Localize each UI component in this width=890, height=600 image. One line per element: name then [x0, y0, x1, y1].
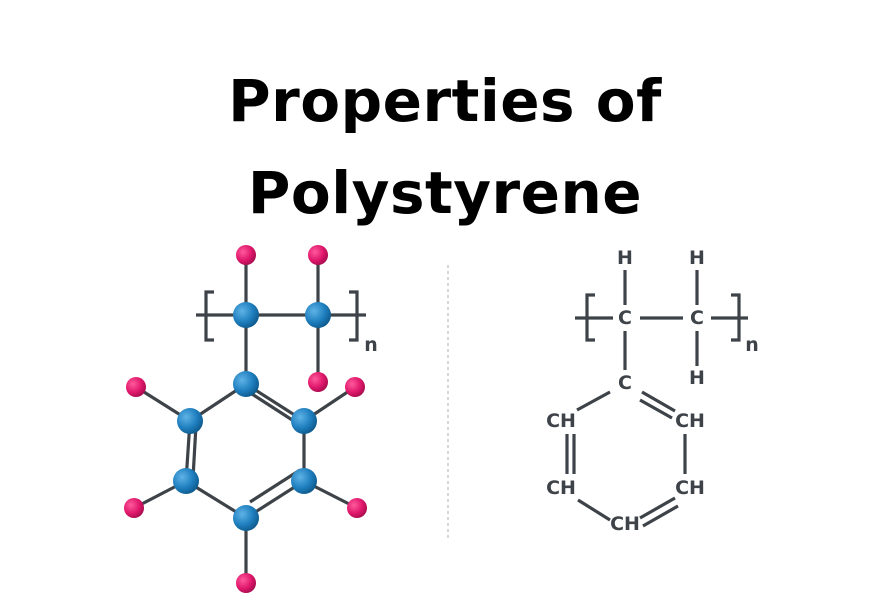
ball-and-stick-model: n — [124, 245, 378, 593]
hydrogen-atom — [347, 498, 367, 518]
hydrogen-atom — [126, 377, 146, 397]
hydrogen-label: H — [689, 247, 705, 269]
carbon-atom — [173, 468, 199, 494]
backbone-carbon: C — [618, 307, 632, 329]
carbon-atom — [177, 408, 203, 434]
carbon-atom — [233, 505, 259, 531]
hydrogen-atoms — [124, 245, 367, 593]
repeat-subscript: n — [364, 334, 378, 356]
ring-ch: CH — [546, 410, 576, 432]
ring-ch: CH — [675, 410, 705, 432]
repeat-subscript: n — [745, 334, 759, 356]
title-line-2: Polystyrene — [247, 159, 643, 227]
ring-ipso-carbon: C — [618, 372, 632, 394]
carbon-atom — [291, 468, 317, 494]
ring-ch: CH — [610, 513, 640, 535]
hydrogen-atom — [236, 245, 256, 265]
hydrogen-atom — [345, 377, 365, 397]
carbon-atom — [233, 302, 259, 328]
hydrogen-label: H — [689, 367, 705, 389]
hydrogen-atom — [308, 245, 328, 265]
carbon-atom — [233, 371, 259, 397]
backbone-carbon: C — [690, 307, 704, 329]
hydrogen-atom — [124, 498, 144, 518]
carbon-atom — [305, 302, 331, 328]
hydrogen-atom — [308, 372, 328, 392]
carbon-atom — [291, 408, 317, 434]
title-line-1: Properties of — [228, 67, 662, 135]
structural-formula: C C H H H C CH CH CH CH CH n — [546, 247, 759, 535]
ring-ch: CH — [546, 477, 576, 499]
hydrogen-atom — [236, 573, 256, 593]
hydrogen-label: H — [617, 247, 633, 269]
ring-ch: CH — [675, 477, 705, 499]
carbon-atoms — [173, 302, 331, 531]
